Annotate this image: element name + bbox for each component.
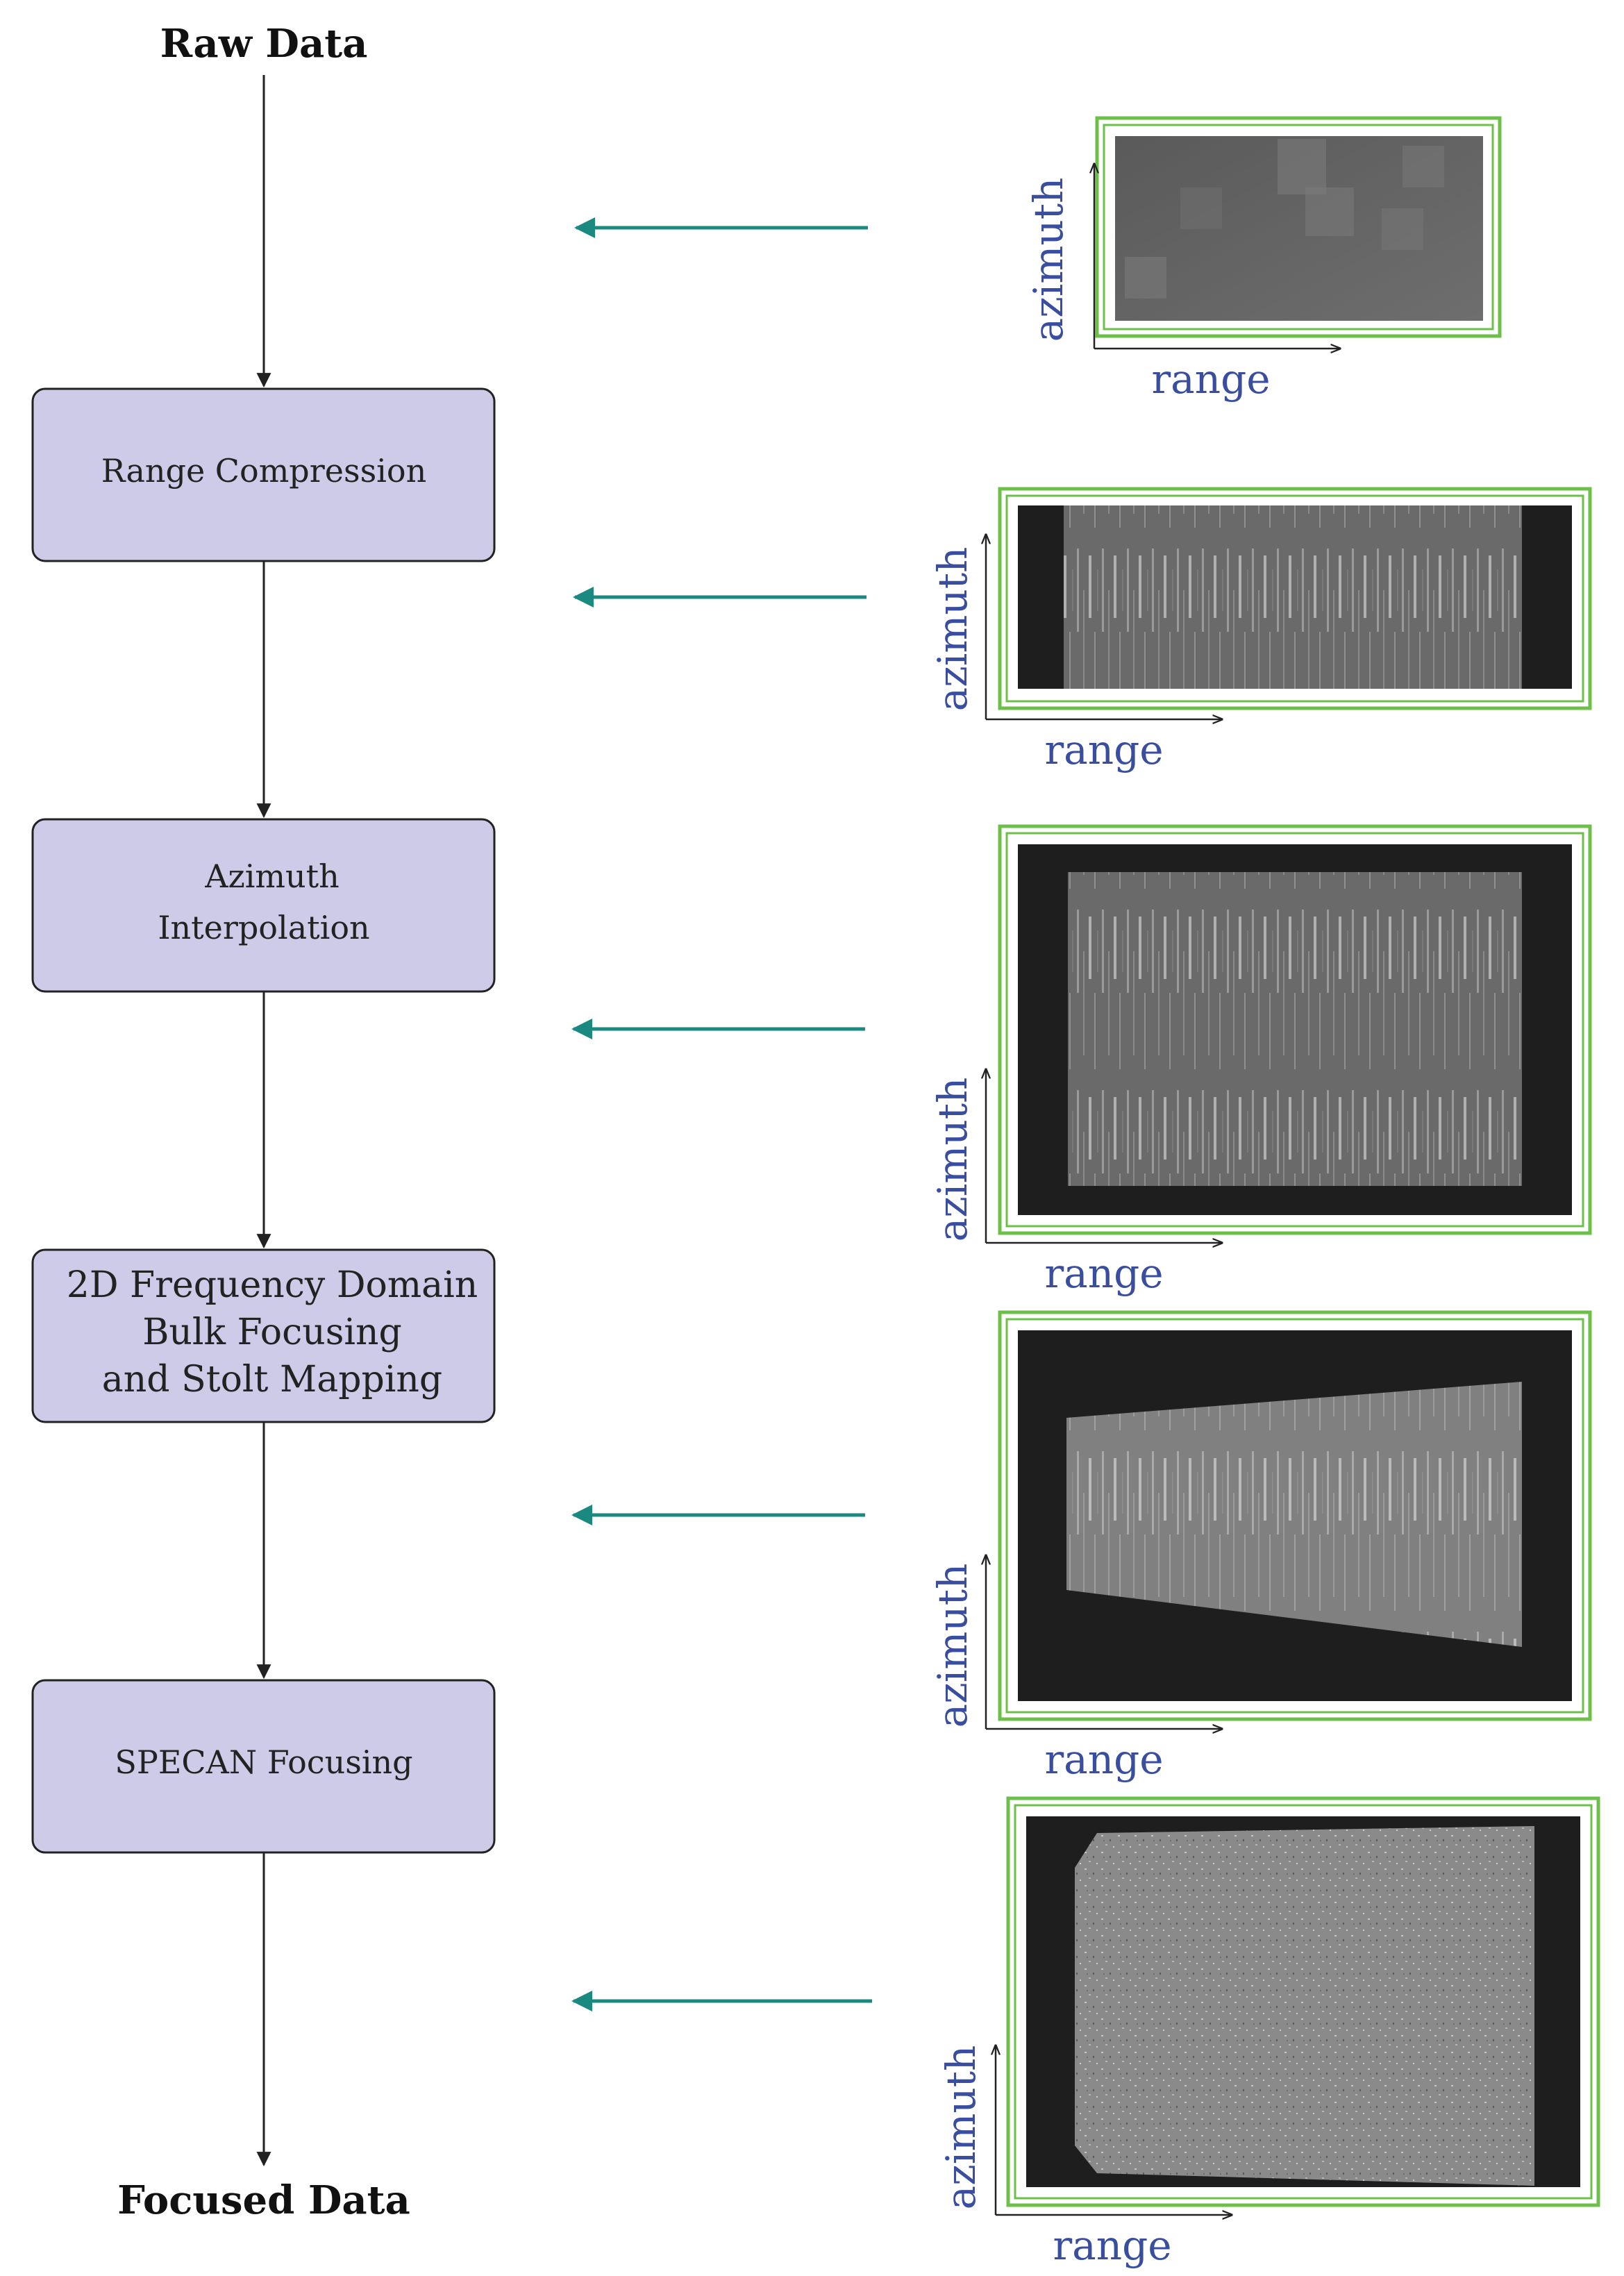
- panel-frame-inner: [1103, 124, 1494, 330]
- stolt-mapped-image: [1018, 1330, 1572, 1701]
- panel-stolt-mapped: range azimuth: [929, 1310, 1592, 1783]
- axis-y-label: azimuth: [929, 1564, 976, 1728]
- panel-frame-inner: [1005, 494, 1584, 703]
- raw-data-image: [1115, 136, 1483, 321]
- panel-frame-inner: [1014, 1804, 1593, 2200]
- axis-x-label: range: [1044, 726, 1163, 773]
- panel-frame: [1095, 116, 1502, 338]
- start-label: Raw Data: [160, 21, 368, 67]
- axis-y-label: azimuth: [1025, 178, 1072, 342]
- panel-focused: range azimuth: [937, 1796, 1600, 2269]
- step-label: SPECAN Focusing: [115, 1743, 412, 1781]
- step-box-specan-focusing: SPECAN Focusing: [31, 1679, 496, 1854]
- axis-y-label: azimuth: [929, 547, 976, 712]
- panel-azimuth-interpolated: range azimuth: [929, 824, 1592, 1297]
- pointer-arrows: [571, 217, 872, 2011]
- step-box-range-compression: Range Compression: [31, 387, 496, 562]
- step-box-stolt-mapping: 2D Frequency Domain Bulk Focusing and St…: [31, 1248, 496, 1423]
- end-label: Focused Data: [117, 2177, 410, 2223]
- axis-y-label: azimuth: [929, 1078, 976, 1242]
- axis-x-label: range: [1044, 1736, 1163, 1783]
- range-compressed-image: [1018, 505, 1572, 689]
- panel-frame-inner: [1005, 832, 1584, 1228]
- panel-frame: [998, 487, 1592, 710]
- step-label-line-3: and Stolt Mapping: [102, 1359, 442, 1400]
- panel-range-compressed: range azimuth: [929, 487, 1592, 773]
- axis-x-label: range: [1151, 355, 1270, 403]
- axis-y-label: azimuth: [937, 2045, 985, 2210]
- step-label: Range Compression: [101, 452, 426, 489]
- panel-frame: [1006, 1796, 1600, 2207]
- axis-x-label: range: [1053, 2222, 1171, 2269]
- panel-frame-inner: [1005, 1318, 1584, 1714]
- step-label-line-1: 2D Frequency Domain: [67, 1264, 478, 1306]
- panel-frame: [998, 824, 1592, 1235]
- panel-frame: [998, 1310, 1592, 1721]
- axis-x-label: range: [1044, 1250, 1163, 1297]
- azimuth-interpolated-image: [1018, 844, 1572, 1215]
- step-label-line-2: Bulk Focusing: [142, 1312, 402, 1353]
- step-box-azimuth-interpolation: Azimuth Interpolation: [31, 818, 496, 993]
- step-label-line-1: Azimuth: [204, 857, 340, 895]
- panel-raw-data: range azimuth: [1025, 116, 1502, 403]
- step-label-line-2: Interpolation: [158, 909, 369, 946]
- focused-image: [1026, 1816, 1580, 2187]
